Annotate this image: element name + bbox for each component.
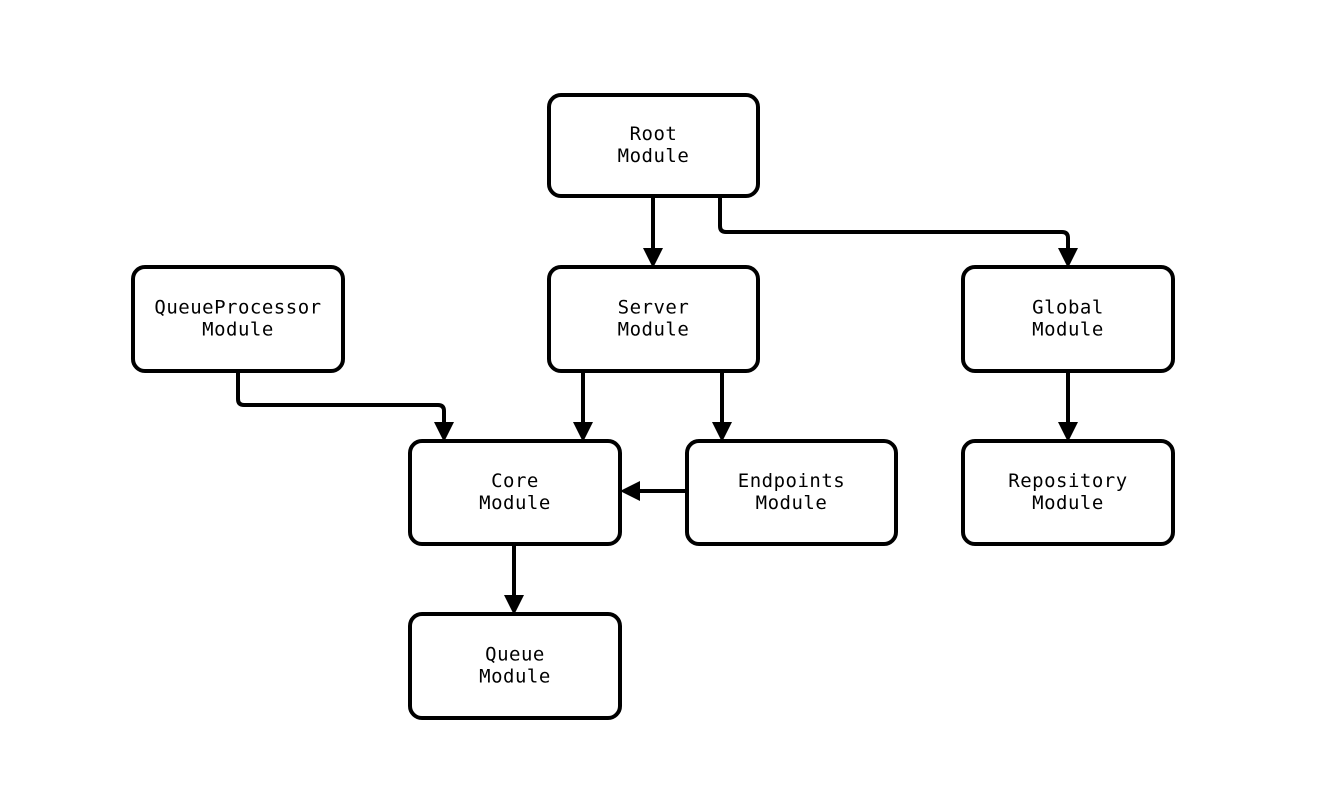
node-label-line2: Module — [618, 145, 690, 167]
node-box[interactable] — [547, 265, 760, 373]
node-label-line1: QueueProcessor — [154, 297, 321, 319]
arrowhead-icon — [620, 481, 640, 501]
edge-queueprocessor-to-core — [236, 371, 454, 442]
edge-root-to-global — [718, 196, 1078, 268]
node-label-line2: Module — [479, 492, 551, 514]
edge-core-to-queue — [504, 544, 524, 615]
edge-root-to-server — [643, 196, 663, 268]
arrowhead-icon — [1058, 422, 1078, 442]
node-label-line1: Queue — [485, 644, 545, 666]
edge-global-to-repository — [1058, 371, 1078, 442]
node-label-line2: Module — [1032, 492, 1104, 514]
node-box[interactable] — [547, 93, 760, 198]
node-box[interactable] — [408, 612, 622, 720]
node-label-line1: Server — [618, 297, 690, 319]
arrowhead-icon — [573, 422, 593, 442]
edge-endpoints-to-core — [620, 481, 687, 501]
node-label-line2: Module — [479, 666, 551, 688]
nodes-layer: RootModuleQueueProcessorModuleServerModu… — [131, 93, 1175, 720]
edge-server-to-endpoints — [712, 371, 732, 442]
node-box[interactable] — [685, 439, 898, 546]
node-box[interactable] — [131, 265, 345, 373]
edge-line — [236, 371, 446, 426]
node-label-line1: Global — [1032, 297, 1104, 319]
arrowhead-icon — [434, 422, 454, 442]
node-label-line1: Repository — [1008, 470, 1127, 492]
node-label-line2: Module — [756, 492, 828, 514]
node-box[interactable] — [961, 439, 1175, 546]
edge-line — [718, 196, 1070, 252]
node-label-line1: Root — [630, 123, 678, 145]
node-label-line2: Module — [1032, 319, 1104, 341]
node-label-line1: Endpoints — [738, 470, 845, 492]
node-box[interactable] — [961, 265, 1175, 373]
edge-server-to-core — [573, 371, 593, 442]
arrowhead-icon — [643, 248, 663, 268]
node-label-line1: Core — [491, 470, 539, 492]
arrowhead-icon — [712, 422, 732, 442]
node-label-line2: Module — [202, 319, 274, 341]
node-box[interactable] — [408, 439, 622, 546]
arrowhead-icon — [1058, 248, 1078, 268]
node-label-line2: Module — [618, 319, 690, 341]
arrowhead-icon — [504, 595, 524, 615]
edges-layer — [236, 196, 1078, 615]
